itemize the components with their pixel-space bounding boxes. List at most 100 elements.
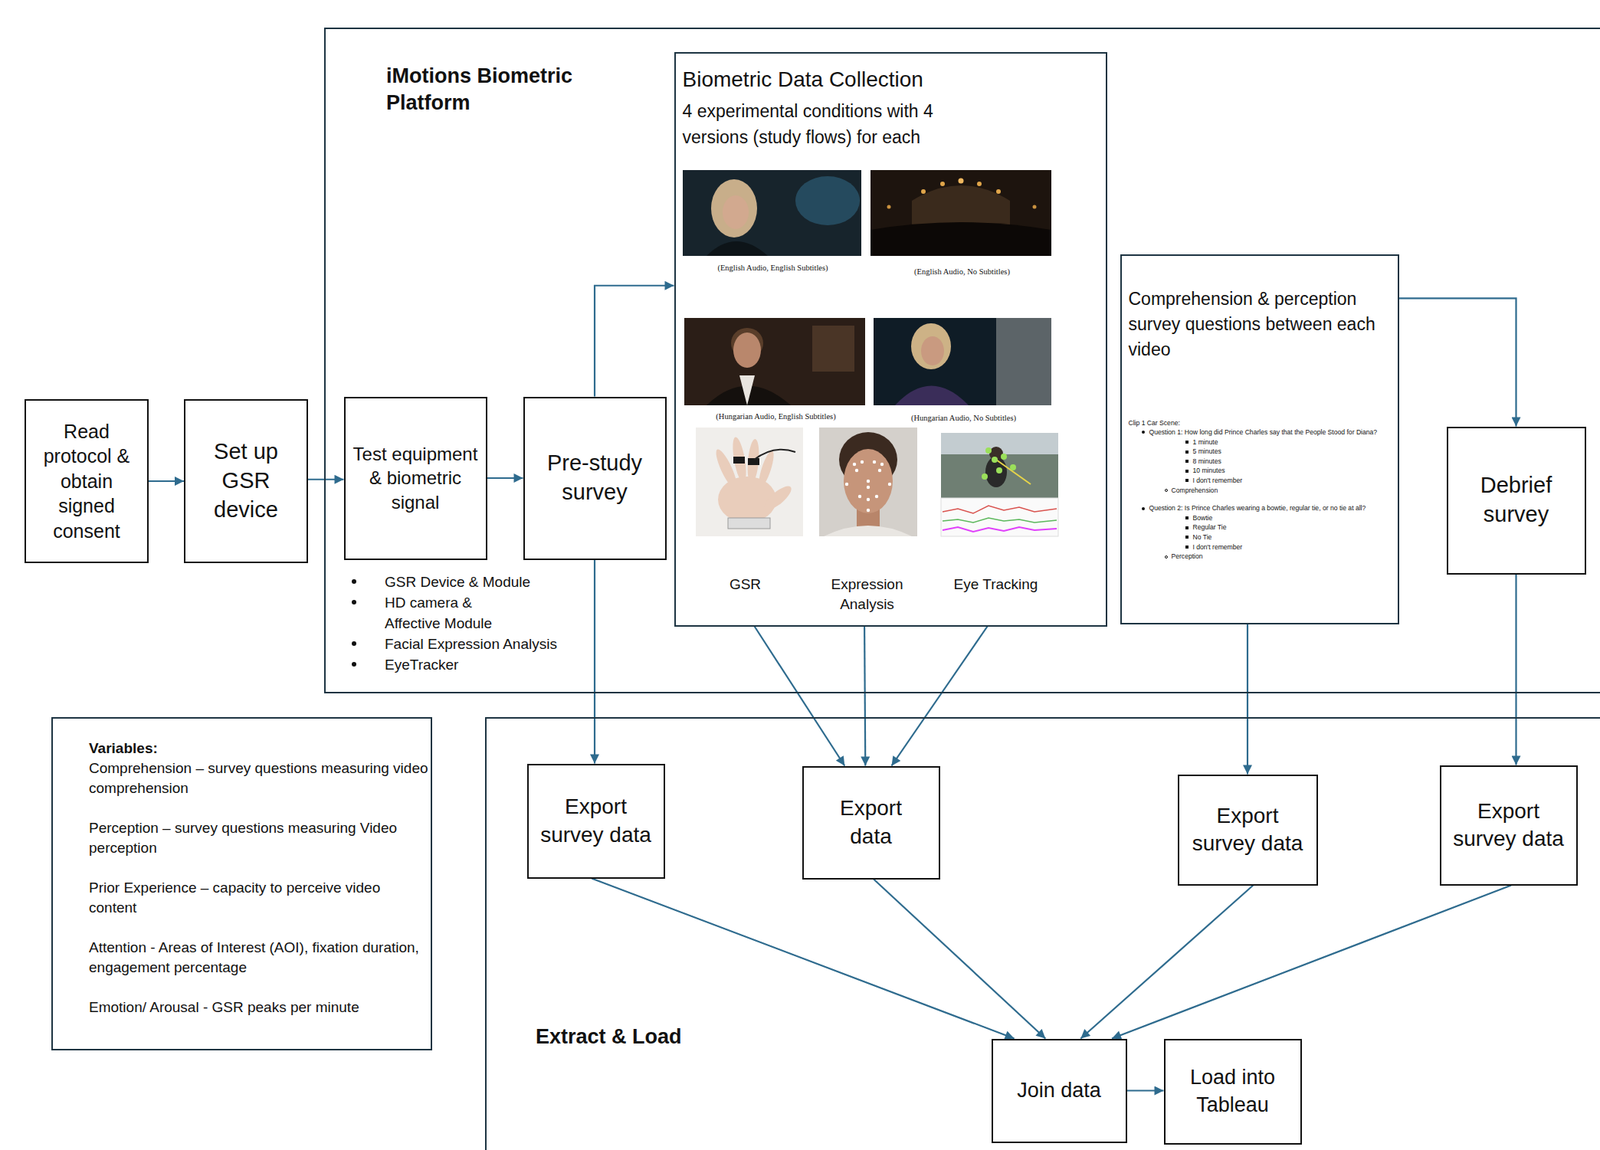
flow-arrow [873,879,1046,1040]
equipment-item: Facial Expression Analysis [384,633,584,655]
flow-arrow [1127,1089,1164,1092]
process-box: Test equipment & biometric signal [344,396,488,561]
data-collection-panel: Biometric Data Collection4 experimental … [674,52,1108,627]
face-photo-shape [860,460,864,464]
film-still [873,318,1052,406]
survey-question-text: Bowtie [1193,513,1397,524]
video-caption: (Hungarian Audio, No Subtitles) [872,413,1056,424]
variables-box: Variables:Comprehension – survey questio… [51,717,433,1051]
film-still-shape [921,189,926,194]
video-caption: (English Audio, English Subtitles) [681,263,866,274]
survey-question-text: Question 1: How long did Prince Charles … [1149,427,1397,438]
equipment-item: EyeTracker [384,654,584,676]
equipment-item: HD camera & Affective Module [384,592,519,634]
process-box: Export survey data [1439,765,1578,886]
face-photo-shape [819,427,918,537]
film-still-shape [873,318,1052,406]
process-box: Join data [991,1039,1128,1144]
film-still-shape [921,336,945,366]
eye-tracking-photo-shape [942,505,1057,514]
film-still-shape [895,386,969,407]
survey-question-text: I don't remember [1193,542,1397,553]
face-photo-shape [866,508,870,512]
gsr-photo-shape [718,476,777,523]
box-label: Set up GSR device [190,437,302,525]
flow-arrow [1246,624,1249,775]
face-photo-shape [866,485,870,489]
film-still-shape [870,222,1052,256]
connector-group [148,285,1517,1092]
film-still-shape [996,189,1001,194]
flow-arrow [148,480,184,482]
film-still-shape [887,205,892,210]
process-box: Load into Tableau [1163,1039,1302,1145]
box-label: Export survey data [533,793,660,850]
survey-question-text: 8 minutes [1193,456,1397,467]
face-photo-shape [823,525,912,537]
eye-tracking-photo-shape [1000,453,1007,460]
survey-question-text: I don't remember [1193,475,1397,486]
gsr-photo-shape [730,436,749,484]
panel-heading: iMotions Biometric Platform [386,62,617,117]
film-still-shape [682,170,862,256]
eye-tracking-photo-shape [996,459,1031,485]
face-photo-shape [875,495,879,499]
film-still-shape [996,318,1052,406]
flow-arrow [1111,885,1512,1040]
survey-question-text: 5 minutes [1193,446,1397,457]
face-photo-shape [855,468,859,473]
eye-tracking-photo-shape [981,473,988,480]
survey-question-text: Comprehension [1171,485,1397,496]
face-photo-shape [845,482,849,486]
eye-tracking-photo-shape [942,527,1057,532]
eye-tracking-photo-shape [940,498,1059,537]
flow-arrow [593,560,596,764]
gsr-photo-shape [760,482,795,515]
panel-heading: Biometric Data Collection [682,65,1082,93]
sensor-label: Eye Tracking [942,574,1050,596]
film-still-shape [940,181,945,187]
box-label: Pre-study survey [529,449,661,507]
face-photo-shape [866,479,870,483]
box-label: Test equipment & biometric signal [350,442,482,515]
eye-tracking-photo-shape [940,454,1059,499]
flow-arrow [594,285,675,397]
face-photo-shape [872,460,876,464]
eye-tracking-photo-shape [996,467,1003,474]
flow-arrow [487,477,524,479]
box-label: Export survey data [1183,802,1312,859]
sensor-label: Expression Analysis [817,574,918,616]
survey-question-text: 10 minutes [1193,465,1397,476]
eye-tracking-photo-shape [942,518,1057,523]
film-still-shape [722,195,749,230]
film-still [684,318,866,406]
sensor-label: GSR [699,574,792,596]
panel-heading: Extract & Load [535,1023,766,1051]
flow-arrow [1514,574,1517,766]
eye-tracking-photo-shape [940,432,1059,499]
text-column: Variables:Comprehension – survey questio… [88,738,430,1018]
box-label: Export survey data [1445,797,1572,854]
gsr-photo-shape [727,518,771,529]
survey-question-text: Clip 1 Car Scene: [1128,418,1397,429]
variable-definition: Prior Experience – capacity to perceive … [88,878,430,919]
eye-tracking-photo-shape [985,447,992,454]
eye-tracking-photo-shape [985,456,1007,488]
face-photo-shape [888,482,892,486]
film-still-shape [795,176,860,226]
box-label: Read protocol & obtain signed consent [30,419,143,545]
film-still [870,170,1052,256]
film-still-shape [733,332,761,368]
survey-question-text: Question 2: Is Prince Charles wearing a … [1149,503,1397,514]
equipment-item: GSR Device & Module [384,571,584,593]
box-label: Export data [820,794,922,851]
film-still-shape [958,178,964,184]
film-still-shape [977,181,982,187]
face-photo-shape [858,495,862,499]
film-still-shape [684,318,866,406]
extract-load-panel: Export survey data Export data Export surv… [485,717,1600,1150]
film-still-shape [711,179,758,238]
face-photo-shape [880,462,884,466]
